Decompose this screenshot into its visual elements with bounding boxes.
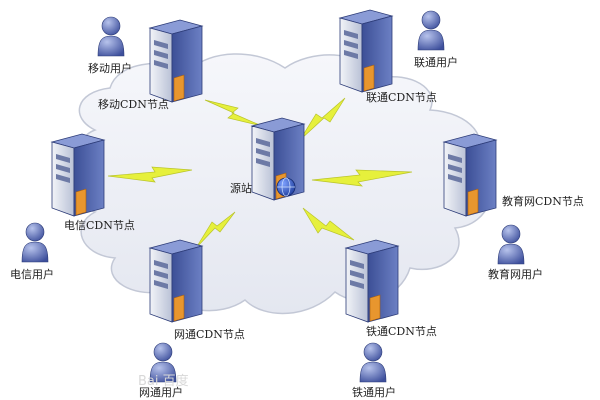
lightning-link-icon <box>311 169 413 187</box>
lightning-link-icon <box>107 166 193 183</box>
user-label-telecom: 电信用户 <box>10 268 54 281</box>
user-icon-mobile <box>97 16 125 57</box>
user-label-unicom: 联通用户 <box>414 56 458 69</box>
lightning-links <box>107 97 413 249</box>
user-icon-railcom <box>359 342 387 383</box>
node-label-telecom: 电信CDN节点 <box>64 219 135 232</box>
user-label-education: 教育网用户 <box>488 268 543 281</box>
node-label-education: 教育网CDN节点 <box>502 195 584 208</box>
user-label-railcom: 铁通用户 <box>352 386 396 399</box>
watermark: Bai 百度 <box>138 374 189 389</box>
user-label-mobile: 移动用户 <box>88 62 132 75</box>
server-icon-unicom <box>339 9 393 93</box>
user-icon-telecom <box>21 222 49 263</box>
server-icon-railcom <box>345 239 399 323</box>
node-label-mobile: 移动CDN节点 <box>98 98 169 111</box>
user-icon-education <box>497 224 525 265</box>
user-icon-unicom <box>417 10 445 51</box>
user-label-netcom: 网通用户 <box>139 386 183 399</box>
node-label-origin: 源站 <box>230 182 252 195</box>
node-label-railcom: 铁通CDN节点 <box>366 325 437 338</box>
node-label-unicom: 联通CDN节点 <box>366 91 437 104</box>
lightning-link-icon <box>302 207 355 241</box>
server-icon-education <box>443 133 497 217</box>
server-icon-mobile <box>149 19 203 103</box>
node-label-netcom: 网通CDN节点 <box>174 328 245 341</box>
globe-icon <box>276 177 296 197</box>
server-icon-netcom <box>149 239 203 323</box>
origin-server-icon <box>251 117 305 201</box>
server-icon-telecom <box>51 133 105 217</box>
